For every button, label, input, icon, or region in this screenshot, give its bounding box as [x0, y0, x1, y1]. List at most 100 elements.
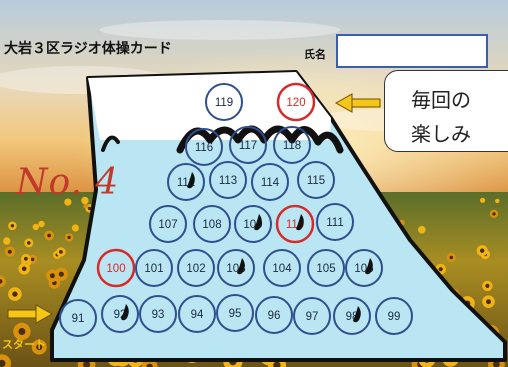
snow-cap	[88, 72, 331, 140]
stamp-circle-91[interactable]	[59, 299, 97, 337]
stamp-circle-117[interactable]	[229, 126, 267, 164]
stamp-circle-113[interactable]	[209, 161, 247, 199]
stamp-circle-112[interactable]	[167, 163, 205, 201]
sunflower	[480, 197, 486, 203]
stamp-circle-92[interactable]	[101, 295, 139, 333]
stamp-number-95: 95	[229, 308, 242, 320]
sunflower	[0, 275, 6, 288]
stamp-circle-95[interactable]	[216, 294, 254, 332]
sunflower-center	[485, 283, 490, 288]
stamp-number-115: 115	[307, 175, 325, 187]
sunflower-center	[67, 235, 71, 240]
stamp-mark-106	[365, 258, 373, 275]
callout-line-1: 毎回の	[411, 88, 471, 112]
stamp-number-99: 99	[388, 311, 401, 323]
stamp-mark-110	[296, 214, 304, 231]
sunflower-center	[30, 257, 35, 262]
sunflower-center	[12, 291, 18, 297]
stamp-number-96: 96	[268, 310, 281, 322]
sunflower-center	[492, 212, 496, 216]
sunflower-center	[480, 248, 485, 253]
sunflower-center	[438, 267, 443, 272]
stamp-circle-97[interactable]	[293, 297, 331, 335]
stamp-circle-100[interactable]	[96, 248, 136, 288]
stamp-number-93: 93	[152, 309, 165, 321]
sunflower-center	[49, 273, 55, 279]
stamp-circle-94[interactable]	[178, 295, 216, 333]
sunflower-center	[10, 224, 15, 228]
sunflower-center	[7, 249, 12, 254]
stamp-mark-109	[254, 214, 262, 231]
stamp-number-107: 107	[158, 219, 177, 231]
callout-bubble: 毎回の 楽しみ	[384, 70, 508, 152]
sunflower-center	[36, 344, 43, 351]
stamp-circle-106[interactable]	[345, 249, 383, 287]
stamp-circle-96[interactable]	[255, 296, 293, 334]
sunflower-center	[18, 328, 26, 335]
stamp-number-114: 114	[261, 177, 280, 189]
stamp-circle-115[interactable]	[297, 161, 335, 199]
stamp-number-104: 104	[272, 263, 292, 275]
stamp-number-91: 91	[72, 313, 85, 325]
stamp-mark-112	[187, 172, 195, 189]
stamp-number-101: 101	[144, 263, 163, 275]
card-title: 大岩３区ラジオ体操カード	[4, 41, 172, 57]
sunflower	[83, 203, 89, 209]
sunflower-center	[273, 361, 281, 367]
sunflower-center	[83, 361, 91, 367]
stamp-circle-108[interactable]	[193, 205, 231, 243]
stamp-mark-98	[353, 306, 361, 323]
sunflower	[418, 226, 426, 234]
stamp-circle-107[interactable]	[149, 205, 187, 243]
stamp-circle-109[interactable]	[234, 205, 272, 243]
stamp-circle-110[interactable]	[275, 204, 315, 244]
name-label: 氏名	[304, 48, 326, 61]
stamp-number-94: 94	[191, 309, 204, 321]
sunflower	[495, 198, 500, 204]
stamp-circle-103[interactable]	[217, 249, 255, 287]
callout-line-2: 楽しみ	[411, 122, 471, 146]
sunflower	[3, 237, 11, 245]
sunflower-center	[21, 266, 27, 272]
goal-arrow-icon	[334, 93, 381, 113]
sunflower-center	[0, 279, 3, 284]
name-field[interactable]	[336, 34, 488, 68]
stamp-circle-104[interactable]	[263, 249, 301, 287]
start-arrow-icon	[7, 304, 54, 324]
sunflower-center	[486, 299, 491, 305]
stamp-circle-119[interactable]	[205, 83, 243, 121]
stamp-number-97: 97	[306, 311, 319, 323]
sunflower-center	[146, 363, 153, 367]
stamp-circle-111[interactable]	[316, 203, 354, 241]
stamp-circle-101[interactable]	[135, 249, 173, 287]
stamp-circle-120[interactable]	[276, 82, 316, 122]
stamp-circle-116[interactable]	[185, 128, 223, 166]
sunflower-center	[0, 359, 6, 367]
stamp-circle-93[interactable]	[139, 295, 177, 333]
stamp-circle-114[interactable]	[251, 163, 289, 201]
stamp-number-113: 113	[219, 175, 237, 187]
stamp-circle-98[interactable]	[333, 297, 371, 335]
sunflower-center	[59, 250, 63, 254]
stamp-circle-102[interactable]	[177, 249, 215, 287]
stamp-mark-103	[237, 258, 245, 275]
stamp-number-102: 102	[186, 263, 205, 275]
sunflower-center	[47, 233, 51, 238]
sunflower-center	[493, 360, 500, 367]
sunflower	[64, 198, 72, 206]
stamp-circle-118[interactable]	[273, 126, 311, 164]
stamp-number-105: 105	[316, 263, 335, 275]
stamp-circle-99[interactable]	[375, 297, 413, 335]
sunflower	[38, 220, 45, 228]
stamp-circle-105[interactable]	[307, 249, 345, 287]
sunflower-center	[87, 206, 92, 211]
stamp-number-116: 116	[195, 142, 213, 154]
stamp-number-118: 118	[283, 140, 301, 152]
stamp-number-119: 119	[215, 97, 233, 109]
stamp-number-108: 108	[202, 219, 221, 231]
sunflower-center	[58, 271, 64, 277]
card-number: No. 4	[16, 162, 120, 203]
sunflower-center	[449, 255, 454, 260]
